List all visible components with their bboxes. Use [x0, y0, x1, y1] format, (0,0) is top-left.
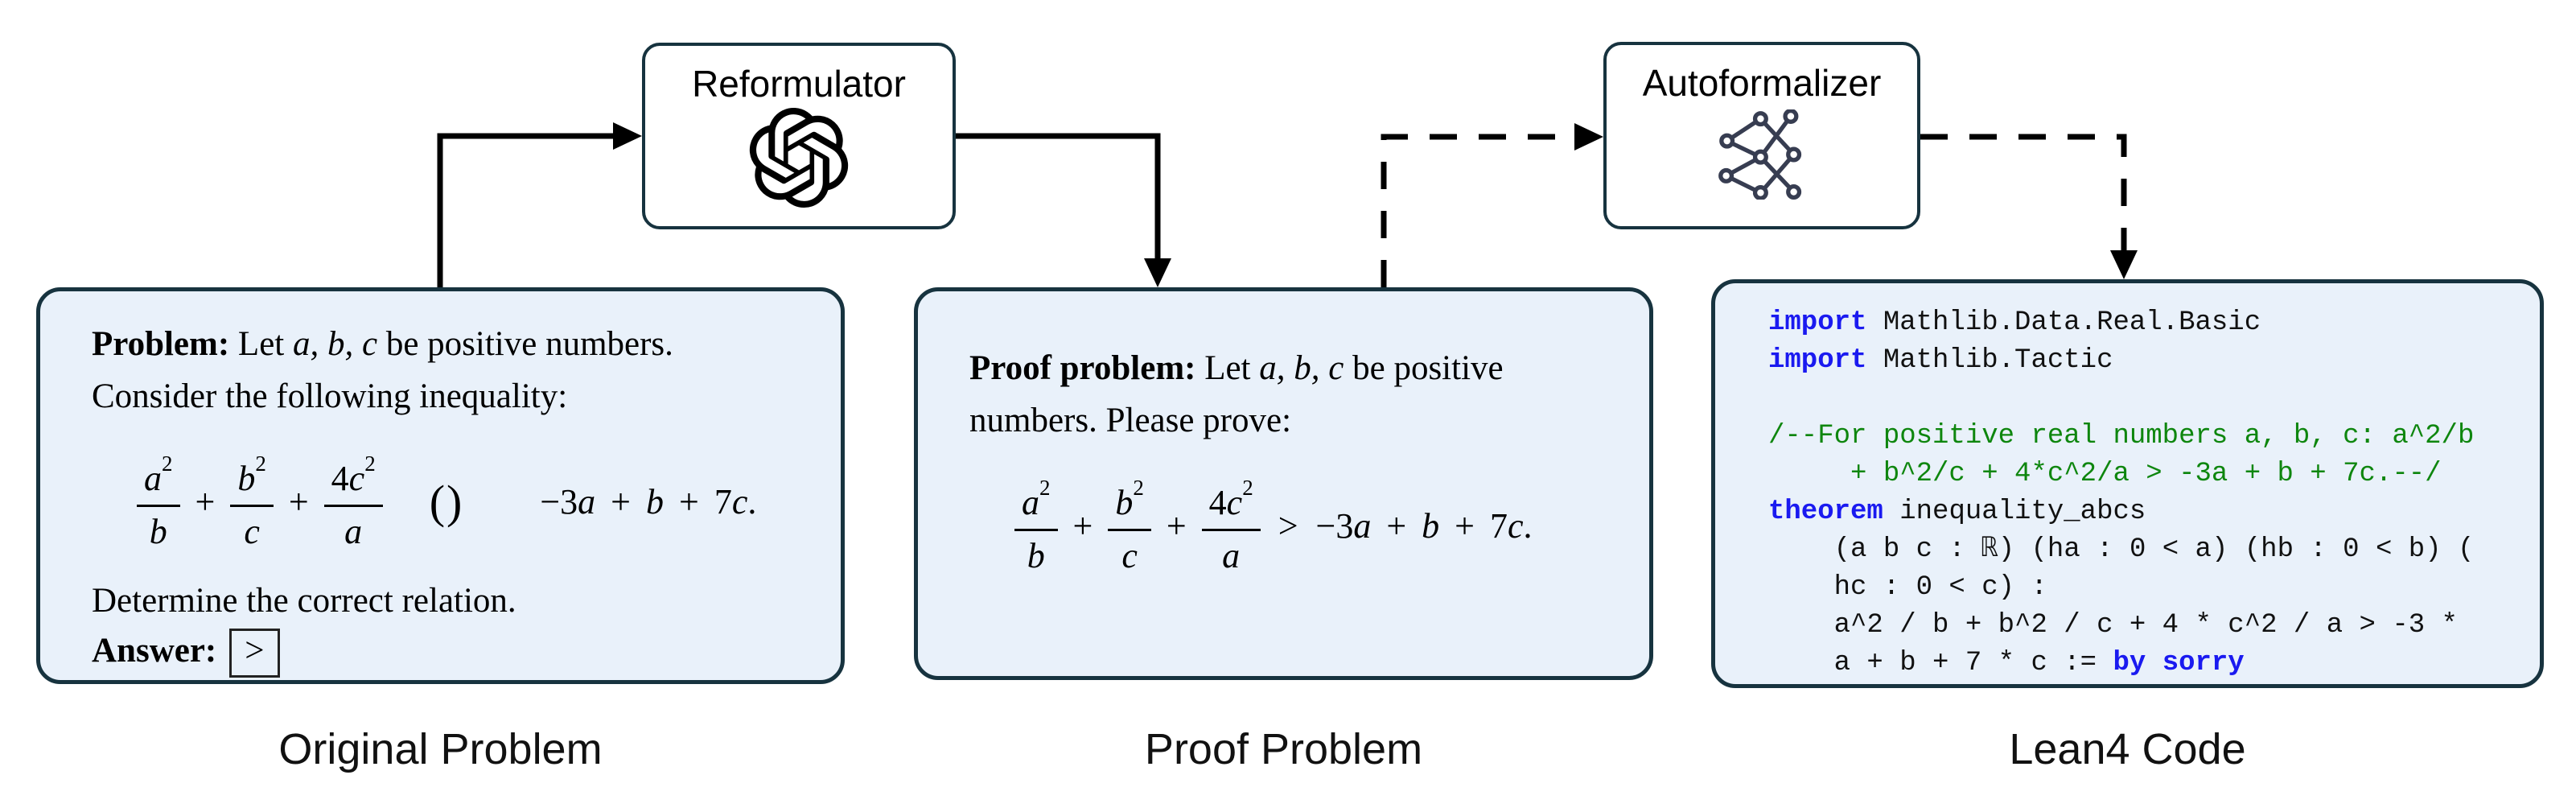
arrow-proof-to-autoformalizer — [1381, 123, 1603, 287]
answer-box: > — [229, 629, 280, 678]
code-line: import Mathlib.Tactic — [1768, 345, 2113, 376]
code-line: + b^2/c + 4*c^2/a > -3a + b + 7c.--/ — [1768, 459, 2442, 489]
answer-line: Answer: > — [92, 629, 791, 678]
determine-text: Determine the correct relation. — [92, 582, 516, 620]
reformulator-node: Reformulator — [642, 43, 956, 229]
arrow-autoformalizer-to-lean — [1920, 134, 2138, 279]
problem-heading: Problem: — [92, 325, 230, 363]
original-inequality-expression: a2 b + b2 c + 4c2 a () −3a+b+7c. — [137, 451, 791, 552]
proof-heading: Proof problem: — [969, 349, 1196, 387]
caption-original-problem: Original Problem — [278, 725, 603, 773]
relation-placeholder: () — [429, 476, 464, 528]
code-line: a^2 / b + b^2 / c + 4 * c^2 / a > -3 * — [1768, 610, 2458, 641]
fraction-4c2-a: 4c2 a — [1201, 476, 1261, 576]
proof-inequality-expression: a2 b + b2 c + 4c2 a > −3a+b+7c. — [1014, 476, 1599, 576]
original-problem-card: Problem: Let a, b, c be positive numbers… — [36, 287, 845, 684]
neural-network-icon — [1715, 108, 1809, 204]
greater-than-relation: > — [1278, 506, 1298, 546]
lean-code-card: import Mathlib.Data.Real.Basic import Ma… — [1711, 279, 2544, 688]
code-line: theorem inequality_abcs — [1768, 497, 2146, 527]
code-blank-line — [1768, 380, 2517, 418]
arrow-original-to-reformulator — [437, 122, 642, 287]
right-hand-side: −3a+b+7c. — [540, 482, 757, 521]
fraction-b2-c: b2 c — [1108, 476, 1151, 576]
autoformalizer-title: Autoformalizer — [1642, 62, 1882, 104]
fraction-a2-b: a2 b — [137, 451, 180, 552]
proof-problem-card: Proof problem: Let a, b, c be positive n… — [914, 287, 1653, 680]
lean-code-block: import Mathlib.Data.Real.Basic import Ma… — [1715, 283, 2540, 682]
code-line: (a b c : ℝ) (ha : 0 < a) (hb : 0 < b) ( — [1768, 534, 2475, 565]
answer-label: Answer: — [92, 632, 217, 670]
right-hand-side: −3a+b+7c. — [1315, 506, 1533, 546]
arrow-reformulator-to-proof — [956, 133, 1171, 287]
code-line: /--For positive real numbers a, b, c: a^… — [1768, 421, 2475, 451]
fraction-4c2-a: 4c2 a — [323, 451, 383, 552]
autoformalizer-node: Autoformalizer — [1603, 42, 1920, 229]
caption-proof-problem: Proof Problem — [1144, 725, 1423, 773]
proof-problem-statement: Proof problem: Let a, b, c be positive n… — [969, 349, 1504, 439]
code-line: import Mathlib.Data.Real.Basic — [1768, 307, 2261, 338]
fraction-b2-c: b2 c — [230, 451, 274, 552]
caption-lean4-code: Lean4 Code — [2009, 725, 2246, 773]
openai-logo-icon — [749, 107, 849, 212]
fraction-a2-b: a2 b — [1014, 476, 1058, 576]
code-line: hc : 0 < c) : — [1768, 572, 2047, 603]
reformulator-title: Reformulator — [692, 63, 906, 105]
original-problem-statement: Problem: Let a, b, c be positive numbers… — [92, 325, 673, 415]
code-line: a + b + 7 * c := by sorry — [1768, 648, 2245, 678]
